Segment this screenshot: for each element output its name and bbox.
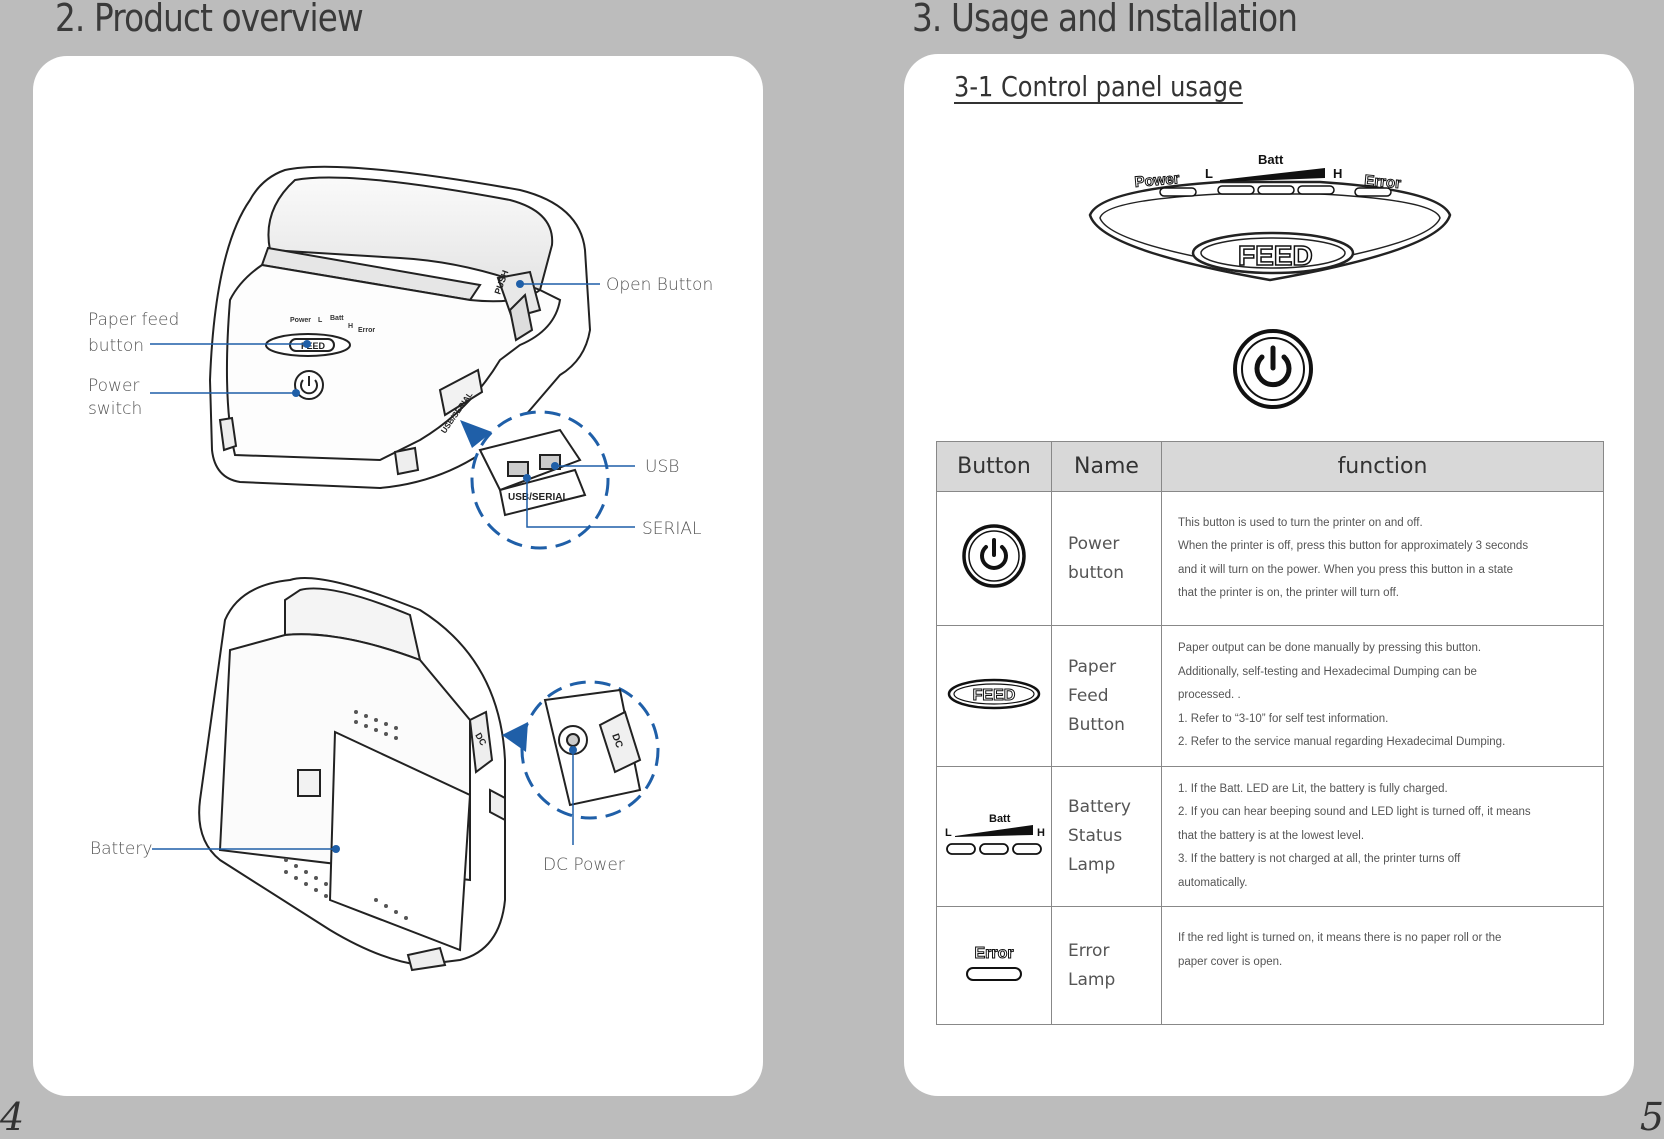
row1-desc-line: This button is used to turn the printer … <box>1178 516 1423 529</box>
row3-desc-line: 1. If the Batt. LED are Lit, the battery… <box>1178 782 1448 795</box>
row1-desc-line: and it will turn on the power. When you … <box>1178 563 1513 576</box>
open-button-callout: Open Button <box>606 275 714 295</box>
table-row: Batt L H Battery Status Lamp 1. If the B… <box>936 766 1604 907</box>
row1-name-line: button <box>1068 562 1125 583</box>
row3-name-line: Battery <box>1068 797 1131 817</box>
power-switch-callout-line2: switch <box>88 399 143 419</box>
row2-desc-line: processed. . <box>1178 689 1241 702</box>
dc-port-detail <box>543 688 642 807</box>
feed-icon-label: FEED <box>973 687 1016 704</box>
header-button: Button <box>936 441 1052 492</box>
error-lamp-icon: Error <box>966 945 1022 981</box>
section-subtitle: 3-1 Control panel usage <box>954 70 1243 103</box>
row2-name-line: Feed <box>1068 685 1109 706</box>
printer-rear-view <box>198 577 506 972</box>
table-header-row: Button Name function <box>936 441 1604 492</box>
row3-desc-line: 2. If you can hear beeping sound and LED… <box>1178 806 1531 819</box>
right-page-number: 5 <box>1639 1095 1664 1139</box>
panel-h-label: H <box>1333 166 1342 181</box>
row2-desc-line: Additionally, self-testing and Hexadecim… <box>1178 665 1477 678</box>
power-switch-callout-line1: Power <box>88 376 140 396</box>
row2-desc-line: 1. Refer to “3-10” for self test informa… <box>1178 712 1389 725</box>
feed-icon: FEED <box>947 678 1041 709</box>
panel-feed-label: FEED <box>1238 240 1313 271</box>
usb-callout: USB <box>645 457 680 477</box>
left-page-title: 2. Product overview <box>55 0 364 40</box>
panel-l-label: L <box>1205 166 1213 181</box>
usb-arrow <box>460 420 492 448</box>
battery-lamp-icon: Batt L H <box>945 813 1045 855</box>
dc-power-callout: DC Power <box>543 855 625 875</box>
row2-desc-line: 2. Refer to the service manual regarding… <box>1178 736 1506 749</box>
battery-icon-l-label: L <box>945 827 952 839</box>
usb-port-detail <box>478 428 587 517</box>
table-row: Error Error Lamp If the red light is tur… <box>936 906 1604 1025</box>
row1-desc-line: When the printer is off, press this butt… <box>1178 540 1529 552</box>
front-power-label: Power <box>290 317 311 324</box>
power-symbol-illustration[interactable] <box>1232 328 1314 410</box>
row3-desc-line: that the battery is at the lowest level. <box>1178 829 1365 842</box>
serial-callout: SERIAL <box>642 519 702 539</box>
left-page-number: 4 <box>0 1095 25 1139</box>
row2-name-line: Button <box>1068 714 1125 735</box>
header-name: Name <box>1051 441 1162 492</box>
front-feed-label: FEED <box>301 341 326 351</box>
row4-name-line: Error <box>1068 940 1110 961</box>
printer-front-view <box>208 165 592 490</box>
front-error-label: Error <box>358 327 375 334</box>
product-overview-illustration: Power L Batt H Error FEED PUSH USB/SERIA… <box>150 165 660 972</box>
front-h-label: H <box>348 323 353 330</box>
row2-desc-line: Paper output can be done manually by pre… <box>1178 642 1482 655</box>
paper-feed-callout-line1: Paper feed <box>88 310 180 330</box>
row4-desc-line: If the red light is turned on, it means … <box>1178 932 1502 944</box>
table-row: FEED Paper Feed Button Paper output can … <box>936 625 1604 767</box>
row3-name-line: Lamp <box>1068 855 1116 875</box>
panel-power-label: Power <box>1134 170 1180 191</box>
dc-zoom-label: DC <box>609 732 624 749</box>
front-batt-label: Batt <box>330 315 344 322</box>
row1-desc-line: that the printer is on, the printer will… <box>1178 587 1399 599</box>
power-icon <box>962 524 1026 588</box>
control-panel-illustration: FEED Power L Batt H Error <box>1088 152 1452 282</box>
row4-desc-line: paper cover is open. <box>1178 955 1283 968</box>
panel-batt-label: Batt <box>1258 152 1284 167</box>
front-l-label: L <box>318 317 323 324</box>
battery-callout: Battery <box>90 839 153 859</box>
error-icon-label: Error <box>974 945 1013 962</box>
row1-name-line: Power <box>1068 533 1120 554</box>
paper-feed-callout-line2: button <box>88 336 145 356</box>
row4-name-line: Lamp <box>1068 969 1116 990</box>
row2-name-line: Paper <box>1068 656 1117 677</box>
function-table: Button Name function Power button This b… <box>936 441 1604 1025</box>
battery-icon-h-label: H <box>1037 827 1045 839</box>
row3-name-line: Status <box>1068 826 1123 846</box>
header-function: function <box>1161 441 1604 492</box>
battery-icon-batt-label: Batt <box>989 813 1011 825</box>
table-row: Power button This button is used to turn… <box>936 491 1604 626</box>
speaker-dots <box>284 710 408 920</box>
usb-serial-zoom-label: USB/SERIAL <box>508 492 569 503</box>
row3-desc-line: automatically. <box>1178 876 1248 889</box>
right-page-title: 3. Usage and Installation <box>912 0 1298 40</box>
dc-arrow <box>502 722 528 752</box>
callout-lines <box>150 283 635 850</box>
callout-dots <box>292 280 577 853</box>
row3-desc-line: 3. If the battery is not charged at all,… <box>1178 853 1461 866</box>
